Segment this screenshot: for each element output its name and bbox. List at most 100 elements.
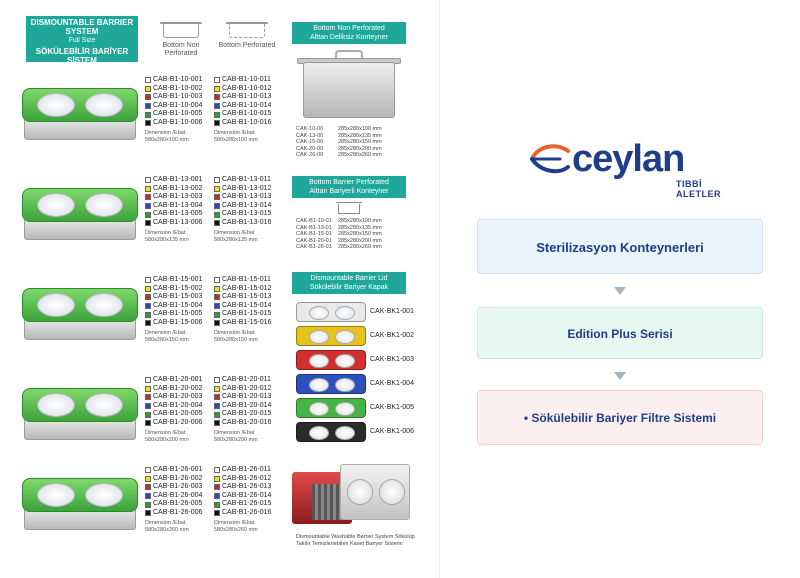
code-item: CAB-B1-26-015 [214,500,284,509]
code-item: CAB-B1-13-001 [145,176,215,185]
color-swatch [214,493,220,500]
product-code: CAB-B1-26-014 [222,491,272,499]
color-swatch [214,394,220,401]
code-item: CAB-B1-20-006 [145,419,215,428]
product-code: CAB-B1-20-005 [153,410,203,418]
color-swatch [214,475,220,482]
ceylan-logo-icon [530,144,570,174]
color-swatch [214,194,220,201]
code-item: CAB-B1-10-003 [145,93,215,102]
dimension-label: Dimension /Ebat [214,229,255,236]
code-item: CAB-B1-15-014 [214,302,284,311]
non-perforated-panel: Bottom Non Perforated Alttan Deliksiz Ko… [292,22,406,159]
code-item: CAB-B1-13-013 [214,193,284,202]
product-code: CAB-B1-20-001 [153,376,203,383]
spec-code: CAK-B1-13-01 [296,224,332,231]
dimension-value: 580x280x150 mm [145,336,189,343]
spec-code: CAK-B1-20-01 [296,237,332,244]
brand-tagline: TIBBİ ALETLER [676,179,721,199]
product-code: CAB-B1-10-011 [222,76,271,83]
product-photo [292,464,410,530]
color-swatch [214,311,220,318]
lid-image [296,398,366,418]
barrier-perforated-panel: Bottom Barrier Perforated Alttan Bariyer… [292,176,406,251]
code-item: CAB-B1-20-003 [145,393,215,402]
product-code: CAB-B1-20-012 [222,384,272,392]
product-code: CAB-B1-20-004 [153,401,203,409]
dimension-label: Dimension /Ebat [214,429,255,436]
header-tr-title: SÖKÜLEBİLİR BARİYER SİSTEM [35,47,129,65]
container-tray-image [22,388,138,440]
code-item: CAB-B1-26-016 [214,509,284,518]
spec-size: 285x280x260 mm [338,244,382,251]
catalog-header: DISMOUNTABLE BARRIER SYSTEM Full Size SÖ… [26,16,138,73]
dimension-value: 580x280x100 mm [214,136,258,143]
barrier-perforated-title-tr: Alttan Bariyerli Konteyner [309,188,389,195]
container-image [297,50,401,120]
color-swatch [214,420,220,427]
code-item: CAB-B1-13-006 [145,219,215,228]
code-item: CAB-B1-10-006 [145,119,215,128]
code-item: CAB-B1-20-014 [214,402,284,411]
color-swatch [145,467,151,474]
color-swatch [214,377,220,384]
code-item: CAB-B1-10-012 [214,85,284,94]
product-code: CAB-B1-26-011 [222,466,271,473]
code-item: CAB-B1-26-002 [145,475,215,484]
spec-size: 285x280x150 mm [338,231,382,238]
color-swatch [214,277,220,284]
lid-code: CAK-BK1-002 [370,332,414,339]
product-code: CAB-B1-15-012 [222,284,272,292]
product-code: CAB-B1-26-016 [222,508,272,516]
code-item: CAB-B1-26-004 [145,492,215,501]
code-item: CAB-B1-20-004 [145,402,215,411]
color-swatch [214,510,220,517]
color-swatch [145,303,151,310]
product-code: CAB-B1-20-015 [222,410,272,418]
code-item: CAB-B1-26-011 [214,466,284,475]
column-head-label: Bottom Perforated [218,42,276,49]
product-code: CAB-B1-26-013 [222,483,272,491]
code-item: CAB-B1-15-004 [145,302,215,311]
color-swatch [145,475,151,482]
lid-image [296,302,366,322]
product-code: CAB-B1-15-004 [153,301,203,309]
color-swatch [145,501,151,508]
code-item: CAB-B1-15-001 [145,276,215,285]
product-code: CAB-B1-13-003 [153,193,203,201]
color-swatch [145,510,151,517]
lid-code: CAK-BK1-003 [370,356,414,363]
product-code: CAB-B1-26-004 [153,491,203,499]
code-item: CAB-B1-10-011 [214,76,284,85]
code-item: CAB-B1-10-002 [145,85,215,94]
container-tray-image [22,188,138,240]
dimension-label: Dimension /Ebat [214,329,255,336]
product-code: CAB-B1-10-003 [153,93,203,101]
code-item: CAB-B1-26-014 [214,492,284,501]
color-swatch [214,77,220,84]
color-swatch [214,467,220,474]
product-code: CAB-B1-13-012 [222,184,272,192]
product-code: CAB-B1-15-003 [153,293,203,301]
product-code: CAB-B1-13-016 [222,218,272,226]
code-item: CAB-B1-13-003 [145,193,215,202]
code-item: CAB-B1-13-012 [214,185,284,194]
product-code: CAB-B1-10-002 [153,84,203,92]
step-edition-plus: Edition Plus Serisi [477,307,763,359]
color-swatch [214,285,220,292]
color-swatch [145,484,151,491]
lid-item: CAK-BK1-002 [296,324,426,348]
product-code: CAB-B1-10-004 [153,101,203,109]
